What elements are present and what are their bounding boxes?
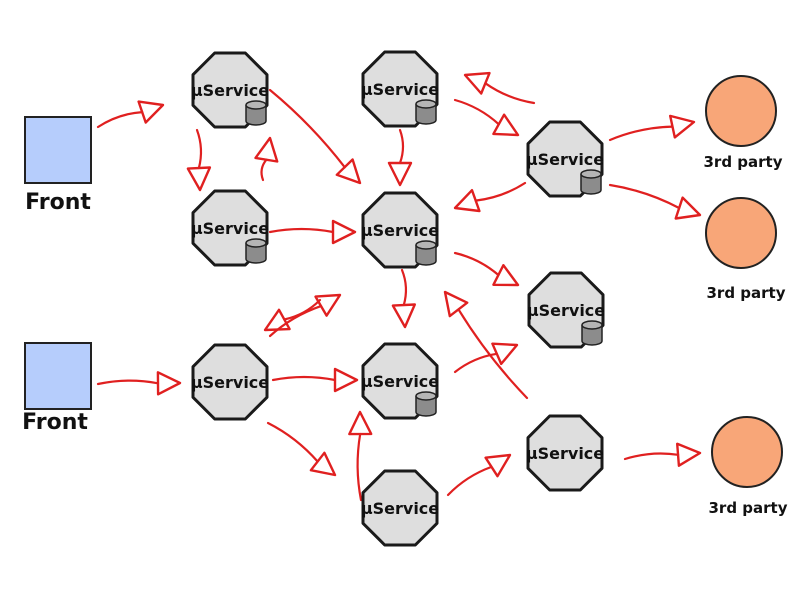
front-label: Front <box>22 410 88 435</box>
microservice-b3: μService <box>361 342 439 420</box>
third-party-label: 3rd party <box>704 153 783 171</box>
microservice-label: μService <box>526 150 604 169</box>
database-icon <box>245 100 267 126</box>
third-party-node-3: 3rd party <box>709 416 788 517</box>
arrow-icon <box>453 342 519 374</box>
database-icon <box>415 240 437 266</box>
microservice-label: μService <box>361 221 439 240</box>
arrow-icon <box>348 410 373 502</box>
arrow-icon <box>268 219 357 245</box>
microservice-label: μService <box>361 499 439 518</box>
microservice-a2: μService <box>191 189 269 267</box>
third-party-label: 3rd party <box>707 284 786 302</box>
arrow-icon <box>463 71 536 105</box>
arrow-icon <box>271 367 359 393</box>
database-icon <box>581 320 603 346</box>
front-box-icon <box>24 342 92 410</box>
microservice-label: μService <box>191 219 269 238</box>
microservice-label: μService <box>191 373 269 392</box>
front-node-top: Front <box>24 116 92 215</box>
front-node-bottom: Front <box>22 342 92 435</box>
database-icon <box>415 391 437 417</box>
arrow-icon <box>254 136 279 182</box>
third-party-circle-icon <box>705 75 777 147</box>
arrow-icon <box>268 293 342 338</box>
microservice-b1: μService <box>361 50 439 128</box>
microservice-label: μService <box>361 372 439 391</box>
connections <box>96 71 702 502</box>
microservice-c3: μService <box>526 414 604 492</box>
microservice-octagon-icon <box>361 469 439 547</box>
arrow-icon <box>263 298 322 332</box>
database-icon <box>245 238 267 264</box>
database-icon <box>580 169 602 195</box>
microservice-a3: μService <box>191 343 269 421</box>
microservice-label: μService <box>527 301 605 320</box>
database-icon <box>415 99 437 125</box>
arrow-icon <box>623 442 702 467</box>
arrow-icon <box>268 88 362 185</box>
arrow-icon <box>453 181 527 213</box>
microservice-c2: μService <box>527 271 605 349</box>
third-party-node-1: 3rd party <box>704 75 783 171</box>
front-label: Front <box>25 190 91 215</box>
arrow-icon <box>387 128 413 187</box>
microservice-label: μService <box>361 80 439 99</box>
microservice-octagon-icon <box>526 414 604 492</box>
arrow-icon <box>186 128 212 192</box>
arrow-icon <box>608 183 702 220</box>
third-party-circle-icon <box>711 416 783 488</box>
arrow-icon <box>453 251 520 287</box>
third-party-circle-icon <box>705 197 777 269</box>
arrow-icon <box>608 114 696 142</box>
arrow-icon <box>96 371 182 396</box>
arrow-icon <box>453 98 520 137</box>
microservice-label: μService <box>191 81 269 100</box>
arrow-icon <box>391 268 416 329</box>
third-party-node-2: 3rd party <box>705 197 786 302</box>
microservice-label: μService <box>526 444 604 463</box>
microservice-c1: μService <box>526 120 604 198</box>
arrow-icon <box>96 100 165 129</box>
microservice-a1: μService <box>191 51 269 129</box>
microservice-b4: μService <box>361 469 439 547</box>
arrow-icon <box>266 421 337 477</box>
arrow-icon <box>446 453 512 497</box>
third-party-label: 3rd party <box>709 499 788 517</box>
microservice-b2: μService <box>361 191 439 269</box>
microservice-octagon-icon <box>191 343 269 421</box>
front-box-icon <box>24 116 92 184</box>
